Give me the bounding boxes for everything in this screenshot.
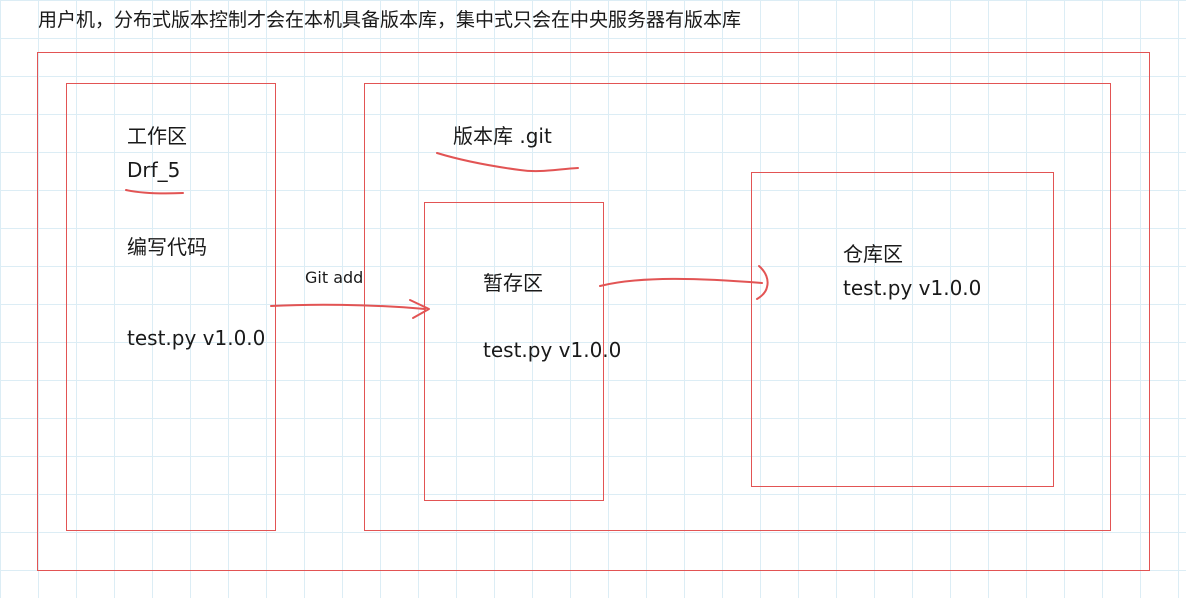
workspace-folder: Drf_5 <box>127 158 181 182</box>
workspace-action: 编写代码 <box>127 235 207 259</box>
warehouse-label: 仓库区 <box>843 242 903 266</box>
warehouse-file: test.py v1.0.0 <box>843 276 982 300</box>
warehouse-area-box <box>751 172 1054 487</box>
user-machine-frame <box>37 52 1150 571</box>
workspace-label: 工作区 <box>127 124 187 148</box>
repository-label: 版本库 .git <box>453 124 552 148</box>
workspace-file: test.py v1.0.0 <box>127 326 266 350</box>
staging-area-box <box>424 202 604 501</box>
staging-label: 暂存区 <box>483 271 543 295</box>
git-add-label: Git add <box>305 268 364 287</box>
staging-file: test.py v1.0.0 <box>483 338 622 362</box>
diagram-title: 用户机，分布式版本控制才会在本机具备版本库，集中式只会在中央服务器有版本库 <box>38 9 742 31</box>
workspace-box <box>66 83 276 531</box>
